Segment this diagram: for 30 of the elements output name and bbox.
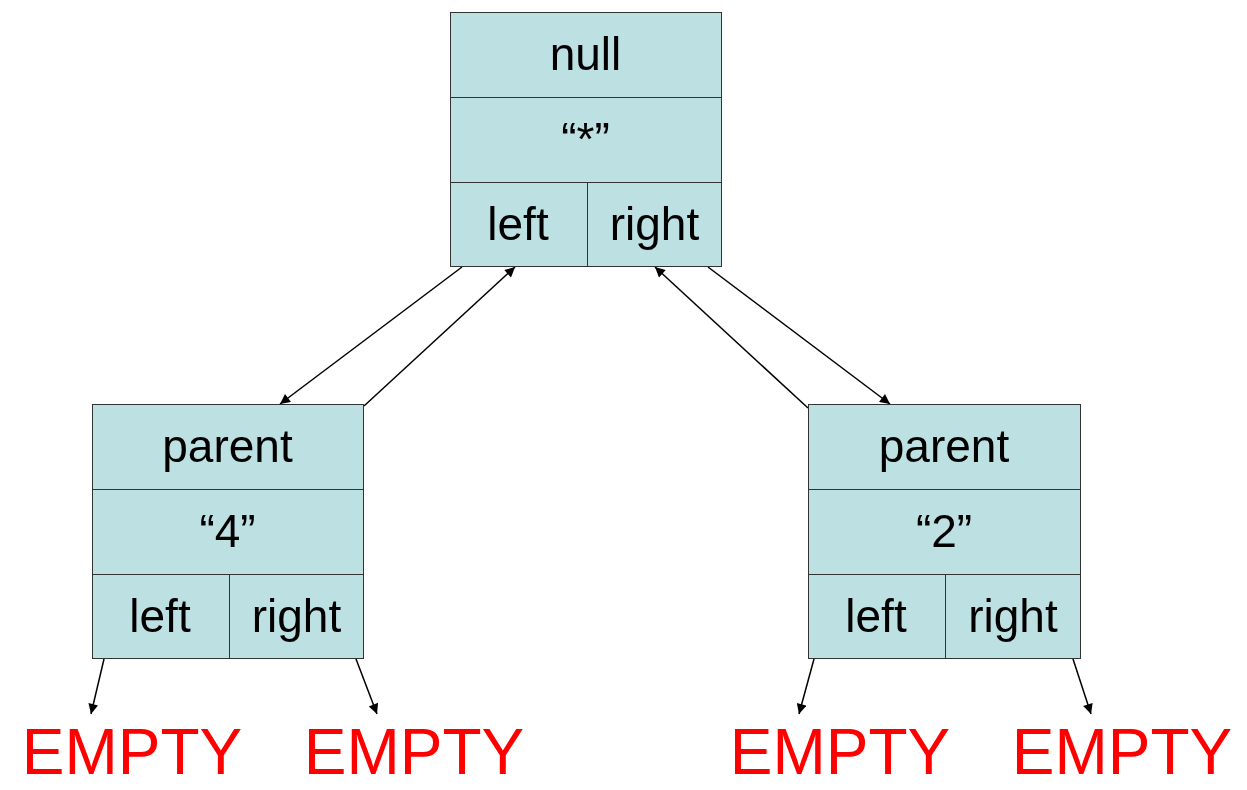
arrow [707, 266, 891, 405]
record-box [450, 12, 722, 267]
field-label: left [845, 591, 907, 642]
empty-label: EMPTY [716, 714, 964, 790]
field-label: null [549, 28, 622, 80]
arrow [279, 266, 463, 405]
field-label: right [251, 591, 342, 642]
record-box [92, 404, 364, 659]
record-field [944, 573, 1081, 659]
field-label: left [129, 591, 191, 642]
record-box [808, 404, 1081, 659]
field-label: “*” [561, 114, 610, 165]
field-label: “4” [199, 506, 256, 557]
field-label: parent [162, 420, 293, 472]
empty-label: EMPTY [998, 714, 1246, 790]
field-label: right [968, 591, 1058, 642]
record-field [586, 181, 722, 267]
field-label: “2” [915, 506, 973, 557]
field-label: parent [878, 420, 1010, 472]
arrow [355, 658, 379, 715]
empty-label: EMPTY [290, 714, 538, 790]
arrow [654, 266, 809, 409]
record-field [228, 573, 364, 659]
arrow [1072, 658, 1093, 715]
arrow [363, 266, 516, 407]
field-label: right [609, 199, 700, 250]
empty-label: EMPTY [8, 714, 256, 790]
arrow [796, 658, 815, 715]
field-label: left [487, 199, 549, 250]
arrow [88, 658, 105, 715]
